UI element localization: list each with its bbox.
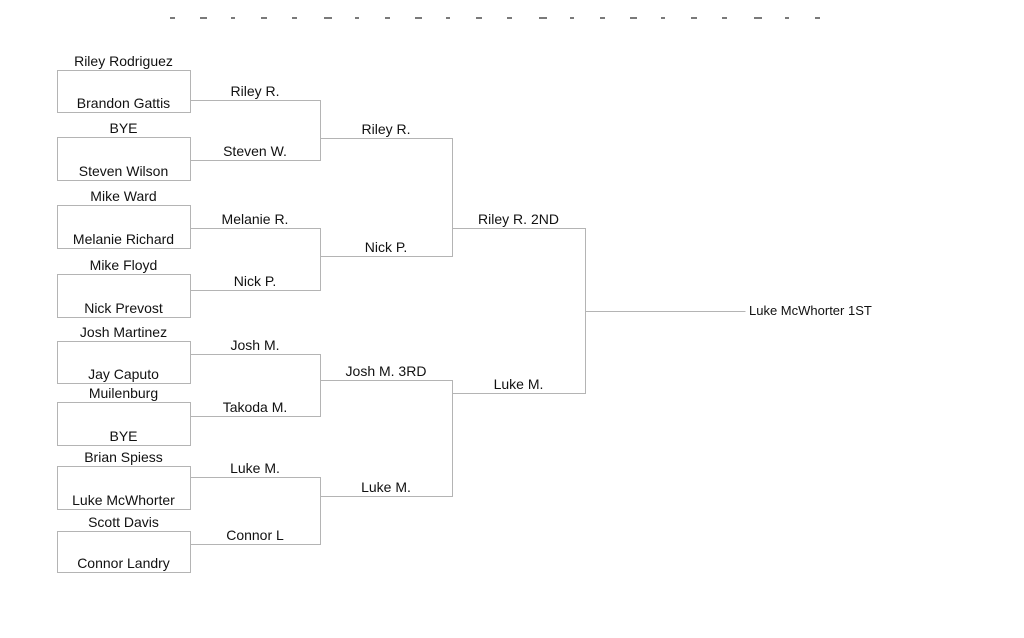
round2-winner-4: Nick P. (233, 273, 277, 289)
round2-winner-7: Luke M. (230, 460, 280, 476)
round3-winner-3: Josh M. 3RD (345, 363, 427, 379)
connector (190, 100, 321, 161)
round2-winner-1: Riley R. (230, 83, 280, 99)
round2-winner-8: Connor L (226, 527, 284, 543)
round1-slot-14: Luke McWhorter (72, 492, 175, 508)
connector (320, 138, 453, 257)
round1-slot-7: Mike Floyd (89, 257, 158, 273)
round1-slot-6: Melanie Richard (72, 231, 175, 247)
round1-slot-3: BYE (109, 120, 138, 136)
round1-slot-9: Josh Martinez (79, 324, 168, 340)
round3-winner-4: Luke M. (361, 479, 411, 495)
connector (452, 228, 586, 394)
round1-slot-4: Steven Wilson (78, 163, 169, 179)
match-box (57, 402, 191, 446)
connector (190, 228, 321, 291)
round2-winner-3: Melanie R. (221, 211, 289, 227)
bracket-connectors (57, 70, 746, 573)
match-box (57, 70, 191, 113)
round1-slot-1: Riley Rodriguez (74, 53, 173, 69)
round2-winner-5: Josh M. (230, 337, 280, 353)
round2-winner-6: Takoda M. (222, 399, 288, 415)
round1-slot-13: Brian Spiess (84, 449, 163, 465)
round1-slot-15: Scott Davis (88, 514, 159, 530)
match-box (57, 274, 191, 318)
round4-finalist-1: Riley R. 2ND (478, 211, 559, 227)
connector (190, 354, 321, 417)
round1-slot-2: Brandon Gattis (76, 95, 171, 111)
round1-slot-12: BYE (109, 428, 138, 444)
match-box (57, 466, 191, 510)
round1-slot-8: Nick Prevost (84, 300, 163, 316)
round3-winner-2: Nick P. (364, 239, 408, 255)
round1-slot-11: Muilenburg (88, 385, 159, 401)
round1-slot-16: Connor Landry (77, 555, 170, 571)
match-box (57, 205, 191, 249)
champion-label: Luke McWhorter 1ST (749, 303, 872, 318)
round1-slot-5: Mike Ward (90, 188, 157, 204)
match-box (57, 531, 191, 573)
connector (320, 380, 453, 497)
connector (190, 477, 321, 545)
round3-winner-1: Riley R. (361, 121, 411, 137)
round2-winner-2: Steven W. (223, 143, 287, 159)
match-box (57, 137, 191, 181)
round1-slot-10: Jay Caputo (88, 366, 159, 382)
round4-finalist-2: Luke M. (493, 376, 544, 392)
match-box (57, 341, 191, 384)
